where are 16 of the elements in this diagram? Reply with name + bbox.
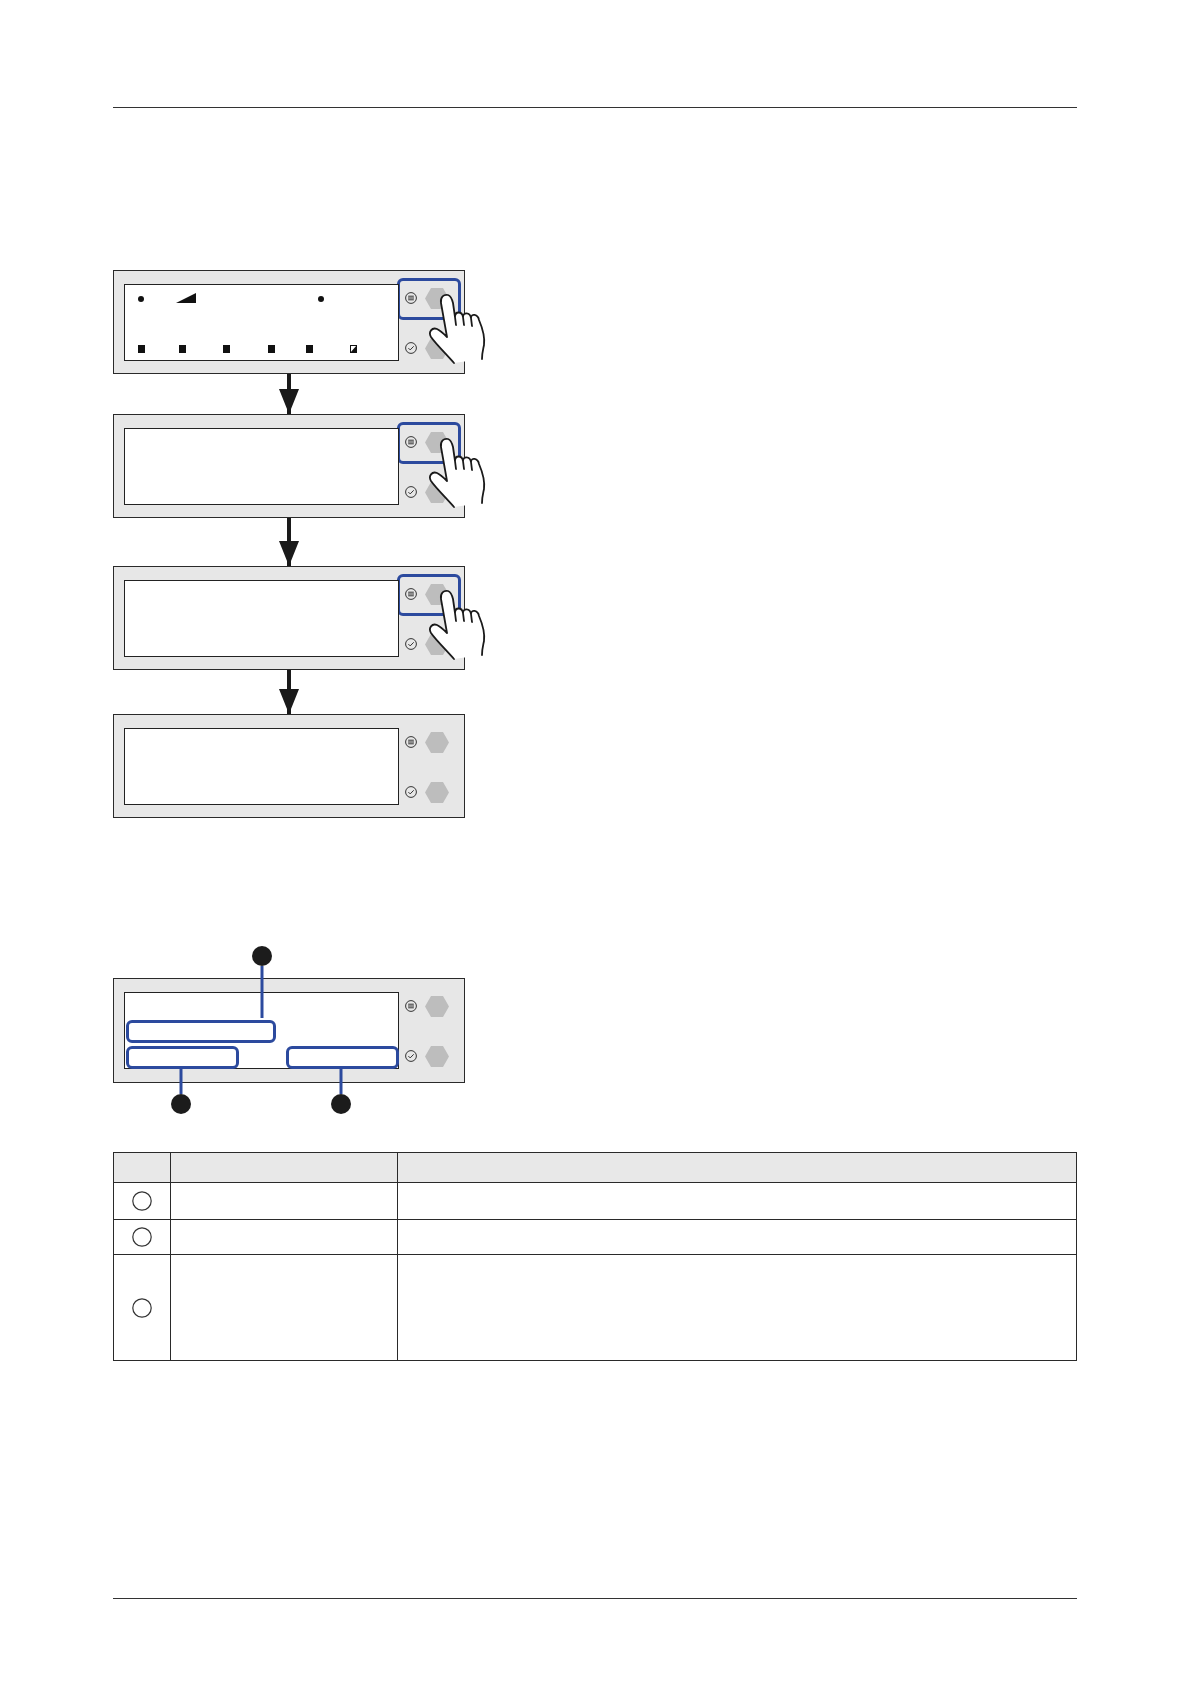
- leader-line: [260, 966, 264, 1018]
- leader-line: [339, 1067, 343, 1094]
- highlight-frame: [126, 1046, 239, 1069]
- display-screen: [124, 728, 399, 805]
- display-screen: [124, 992, 399, 1069]
- display-screen: [124, 428, 399, 505]
- device-panel: [113, 714, 465, 818]
- highlight-frame: [286, 1046, 399, 1069]
- highlight-frame: [126, 1020, 276, 1043]
- arrow: [279, 374, 299, 414]
- display-screen: [124, 580, 399, 657]
- display-screen: [124, 284, 399, 361]
- arrow: [279, 518, 299, 566]
- leader-line: [179, 1067, 183, 1094]
- device-panel: [113, 978, 465, 1083]
- arrow: [279, 670, 299, 714]
